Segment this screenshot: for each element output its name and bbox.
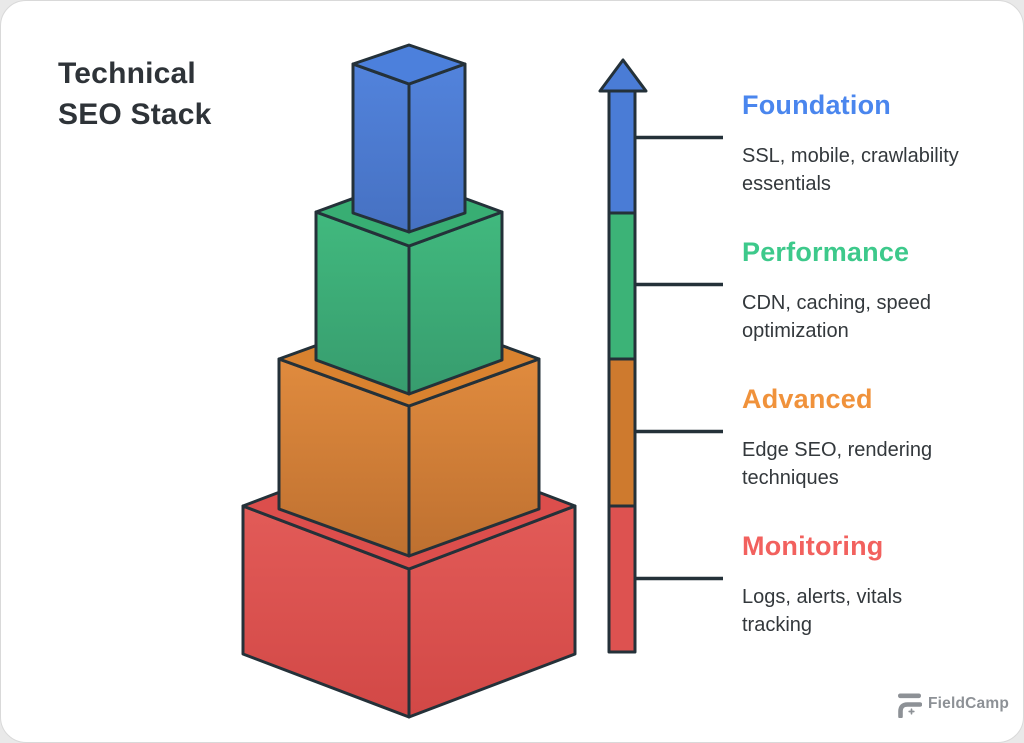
section-foundation: Foundation SSL, mobile, crawlability ess… xyxy=(742,89,992,198)
layer-description: CDN, caching, speed optimization xyxy=(742,292,931,342)
box-foundation xyxy=(351,43,467,234)
layer-description: SSL, mobile, crawlability essentials xyxy=(742,145,959,195)
layer-heading: Performance xyxy=(742,237,910,267)
page-title: Technical SEO Stack xyxy=(58,57,212,131)
layer-description: Edge SEO, rendering techniques xyxy=(742,439,933,489)
layer-description: Logs, alerts, vitals tracking xyxy=(742,586,903,636)
section-performance: Performance CDN, caching, speed optimiza… xyxy=(742,236,992,345)
arrowhead-icon xyxy=(598,58,648,93)
box-performance xyxy=(314,176,504,396)
layer-heading: Foundation xyxy=(742,90,891,120)
watermark-label: FieldCamp xyxy=(927,695,1009,712)
layer-heading: Monitoring xyxy=(742,531,884,561)
fieldcamp-watermark: FieldCamp xyxy=(896,690,1009,718)
layer-heading: Advanced xyxy=(742,384,873,414)
section-advanced: Advanced Edge SEO, rendering techniques xyxy=(742,383,992,492)
section-monitoring: Monitoring Logs, alerts, vitals tracking xyxy=(742,530,992,639)
stack-arrow xyxy=(598,58,648,654)
fieldcamp-logo-icon xyxy=(897,693,922,718)
